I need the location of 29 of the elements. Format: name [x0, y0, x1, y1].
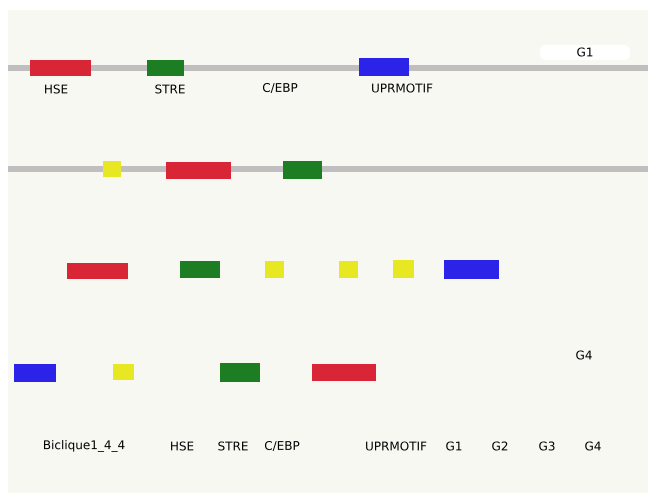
motif-bar: [393, 260, 414, 278]
motif-bar: [14, 364, 56, 382]
motif-bar: [113, 364, 134, 380]
motif-bar: [67, 263, 128, 279]
motif-label: G2: [492, 441, 508, 451]
motif-label: C/EBP: [262, 82, 298, 93]
motif-label: G1: [577, 47, 592, 57]
motif-bar: [30, 60, 91, 76]
motif-bar: [283, 161, 322, 179]
motif-label: C/EBP: [264, 441, 300, 451]
motif-label: STRE: [218, 441, 248, 451]
motif-bar: [359, 58, 409, 76]
motif-bar: [147, 60, 184, 76]
motif-bar: [265, 261, 284, 278]
motif-bar: [180, 261, 220, 278]
motif-label: G1: [446, 441, 462, 451]
motif-label: G4: [576, 350, 592, 360]
motif-label: G3: [539, 441, 554, 451]
motif-label: Biclique1_4_4: [44, 440, 124, 452]
motif-label: G4: [585, 441, 601, 451]
motif-bar: [444, 260, 499, 279]
motif-bar: [312, 364, 376, 381]
motif-label: UPRMOTIF: [372, 83, 432, 93]
motif-bar: [166, 162, 231, 179]
motif-bar: [220, 363, 260, 382]
motif-bar: [339, 261, 358, 278]
motif-label: HSE: [171, 441, 194, 451]
motif-bar: [103, 161, 121, 177]
motif-label: UPRMOTIF: [366, 441, 426, 451]
